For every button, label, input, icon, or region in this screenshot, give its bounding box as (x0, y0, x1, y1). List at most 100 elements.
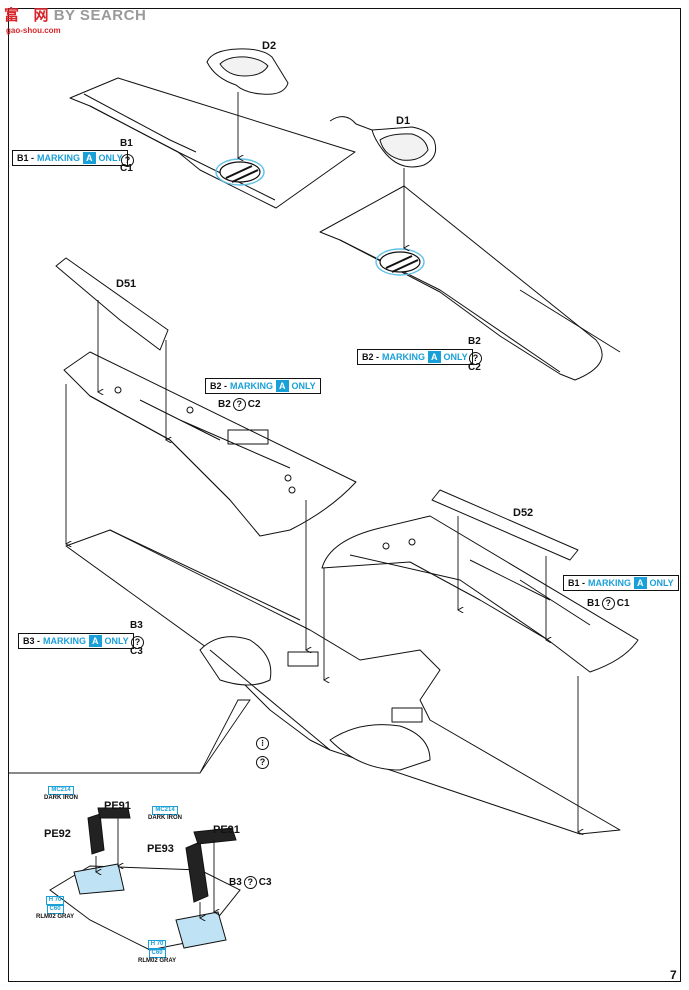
alt-part-bottom: C3 (130, 646, 143, 657)
part-label-pe92: PE92 (44, 828, 71, 840)
callout-text: MARKING (230, 381, 274, 391)
wing-panel-line (469, 559, 591, 626)
paint-code: H 70 (147, 940, 167, 949)
access-panel (227, 429, 269, 445)
wing-panel-line (89, 105, 276, 201)
callout-suffix: ONLY (443, 352, 468, 362)
paint-name: RLM02 GRAY (36, 914, 75, 920)
part-d2-inner (219, 56, 269, 77)
rivet-hole (114, 386, 122, 394)
paint-name: DARK IRON (44, 795, 78, 801)
alt-part-bottom: C2 (468, 362, 481, 373)
alt-parts-row: B2?C2 (218, 398, 261, 411)
wing-flap-line (83, 93, 197, 153)
marking-a-box: A (276, 380, 289, 392)
part-label-d2: D2 (262, 40, 277, 52)
rivet-hole (408, 538, 416, 546)
callout-prefix: B1 - (568, 578, 586, 588)
rivet-hole (284, 474, 292, 482)
alt-part-top: B1 (120, 138, 133, 149)
well-stripes (225, 165, 259, 183)
alt-part-left: B1 (587, 598, 600, 609)
rivet-hole (288, 486, 296, 494)
inset-leader (8, 699, 251, 774)
inset-radiator-right (175, 911, 227, 949)
callout-text: MARKING (43, 636, 87, 646)
callout-suffix: ONLY (98, 153, 123, 163)
rivet-icon: ⁝ (256, 737, 269, 750)
alt-part-right: C2 (247, 399, 261, 410)
watermark-char: 网 (33, 7, 50, 24)
wheel-well-right (329, 724, 431, 771)
rivet-hole (186, 406, 194, 414)
callout-suffix: ONLY (649, 578, 674, 588)
callout-prefix: B3 - (23, 636, 41, 646)
alt-parts-row: B1?C1 (587, 597, 630, 610)
pe91-shutter (193, 827, 237, 845)
alt-part-bottom: C1 (120, 163, 133, 174)
paint-name: DARK IRON (148, 815, 182, 821)
inset-alt-parts: B3?C3 (229, 876, 272, 889)
pe91-shutter (97, 807, 131, 819)
alt-part-right: C3 (258, 877, 272, 888)
callout-text: MARKING (37, 153, 81, 163)
watermark-logo: 富网 BY SEARCH (4, 4, 146, 25)
callout-text: MARKING (382, 352, 426, 362)
alt-part-left: B3 (229, 877, 242, 888)
marking-a-box: A (83, 152, 96, 164)
alt-part-top: B2 (468, 336, 481, 347)
part-label-d51: D51 (116, 278, 137, 290)
marking-a-box: A (634, 577, 647, 589)
marking-a-box: A (428, 351, 441, 363)
wheel-well-left (199, 636, 272, 686)
upper-left-wing (69, 77, 356, 209)
wing-panel-line (349, 554, 549, 641)
wing-panel-line (339, 239, 561, 373)
pe93-shutter (185, 841, 209, 903)
radiator-block (287, 651, 319, 667)
question-icon: ? (601, 597, 615, 610)
question-icon: ? (256, 756, 269, 769)
question-icon: ? (469, 352, 482, 365)
page-frame (8, 8, 681, 982)
question-icon: ? (131, 636, 144, 649)
middle-left-wing (63, 351, 357, 537)
upper-right-wing (319, 185, 603, 381)
part-label-pe91: PE91 (104, 800, 131, 812)
lower-wing-center (65, 529, 621, 835)
wing-panel-line (109, 529, 331, 751)
paint-code: MC214 (48, 786, 74, 795)
callout-text: MARKING (588, 578, 632, 588)
radiator-block (391, 707, 423, 723)
pe92-shutter (87, 813, 105, 855)
part-label-pe91-second: PE91 (213, 824, 240, 836)
callout-prefix: B2 - (210, 381, 228, 391)
watermark-char: 富 (4, 7, 20, 24)
watermark-text: BY SEARCH (53, 7, 147, 24)
question-icon: ? (243, 876, 257, 889)
part-d52-aileron (431, 489, 579, 561)
alt-part-left: B2 (218, 399, 231, 410)
callout-prefix: B1 - (17, 153, 35, 163)
part-label-d52: D52 (513, 507, 534, 519)
paint-code: MC214 (152, 806, 178, 815)
callout-suffix: ONLY (291, 381, 316, 391)
paint-code: C60 (148, 949, 166, 958)
part-label-d1: D1 (396, 115, 411, 127)
paint-code: C60 (46, 905, 64, 914)
well-stripes (385, 255, 419, 273)
watermark-url: gao-shou.com (6, 26, 61, 35)
alt-part-right: C1 (616, 598, 630, 609)
part-d51-aileron (55, 257, 169, 351)
callout-prefix: B2 - (362, 352, 380, 362)
page-number: 7 (670, 968, 677, 982)
alt-part-top: B3 (130, 620, 143, 631)
